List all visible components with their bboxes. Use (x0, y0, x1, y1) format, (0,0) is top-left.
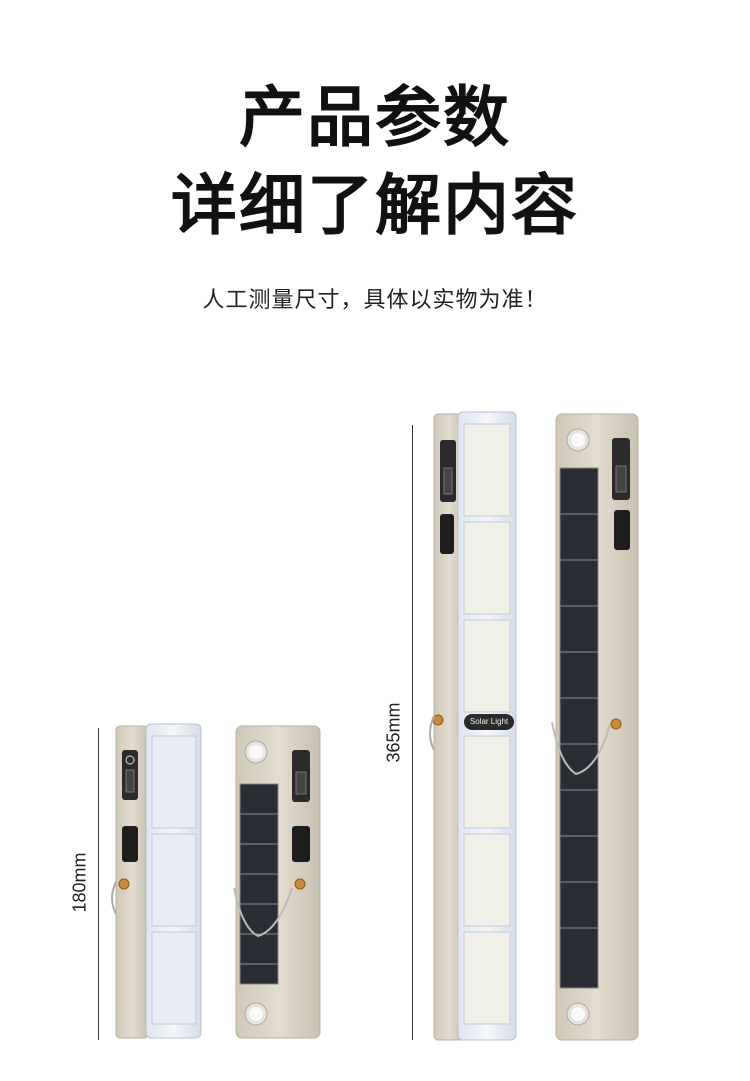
small-dimension-label: 180mm (69, 852, 90, 913)
small-lamp-front (111, 723, 202, 1039)
page-title-line1: 产品参数 (239, 79, 511, 156)
small-lamp-back (233, 725, 321, 1039)
large-lamp-back (551, 413, 639, 1041)
measurement-note: 人工测量尺寸，具体以实物为准！ (202, 288, 548, 313)
large-dimension-line (412, 425, 413, 1040)
large-lamp-front (429, 411, 517, 1041)
page-title-line2: 详细了解内容 (171, 167, 579, 244)
large-dimension-label: 365mm (383, 702, 404, 763)
solar-light-badge: Solar Light (469, 717, 509, 726)
small-dimension-line (98, 728, 99, 1040)
